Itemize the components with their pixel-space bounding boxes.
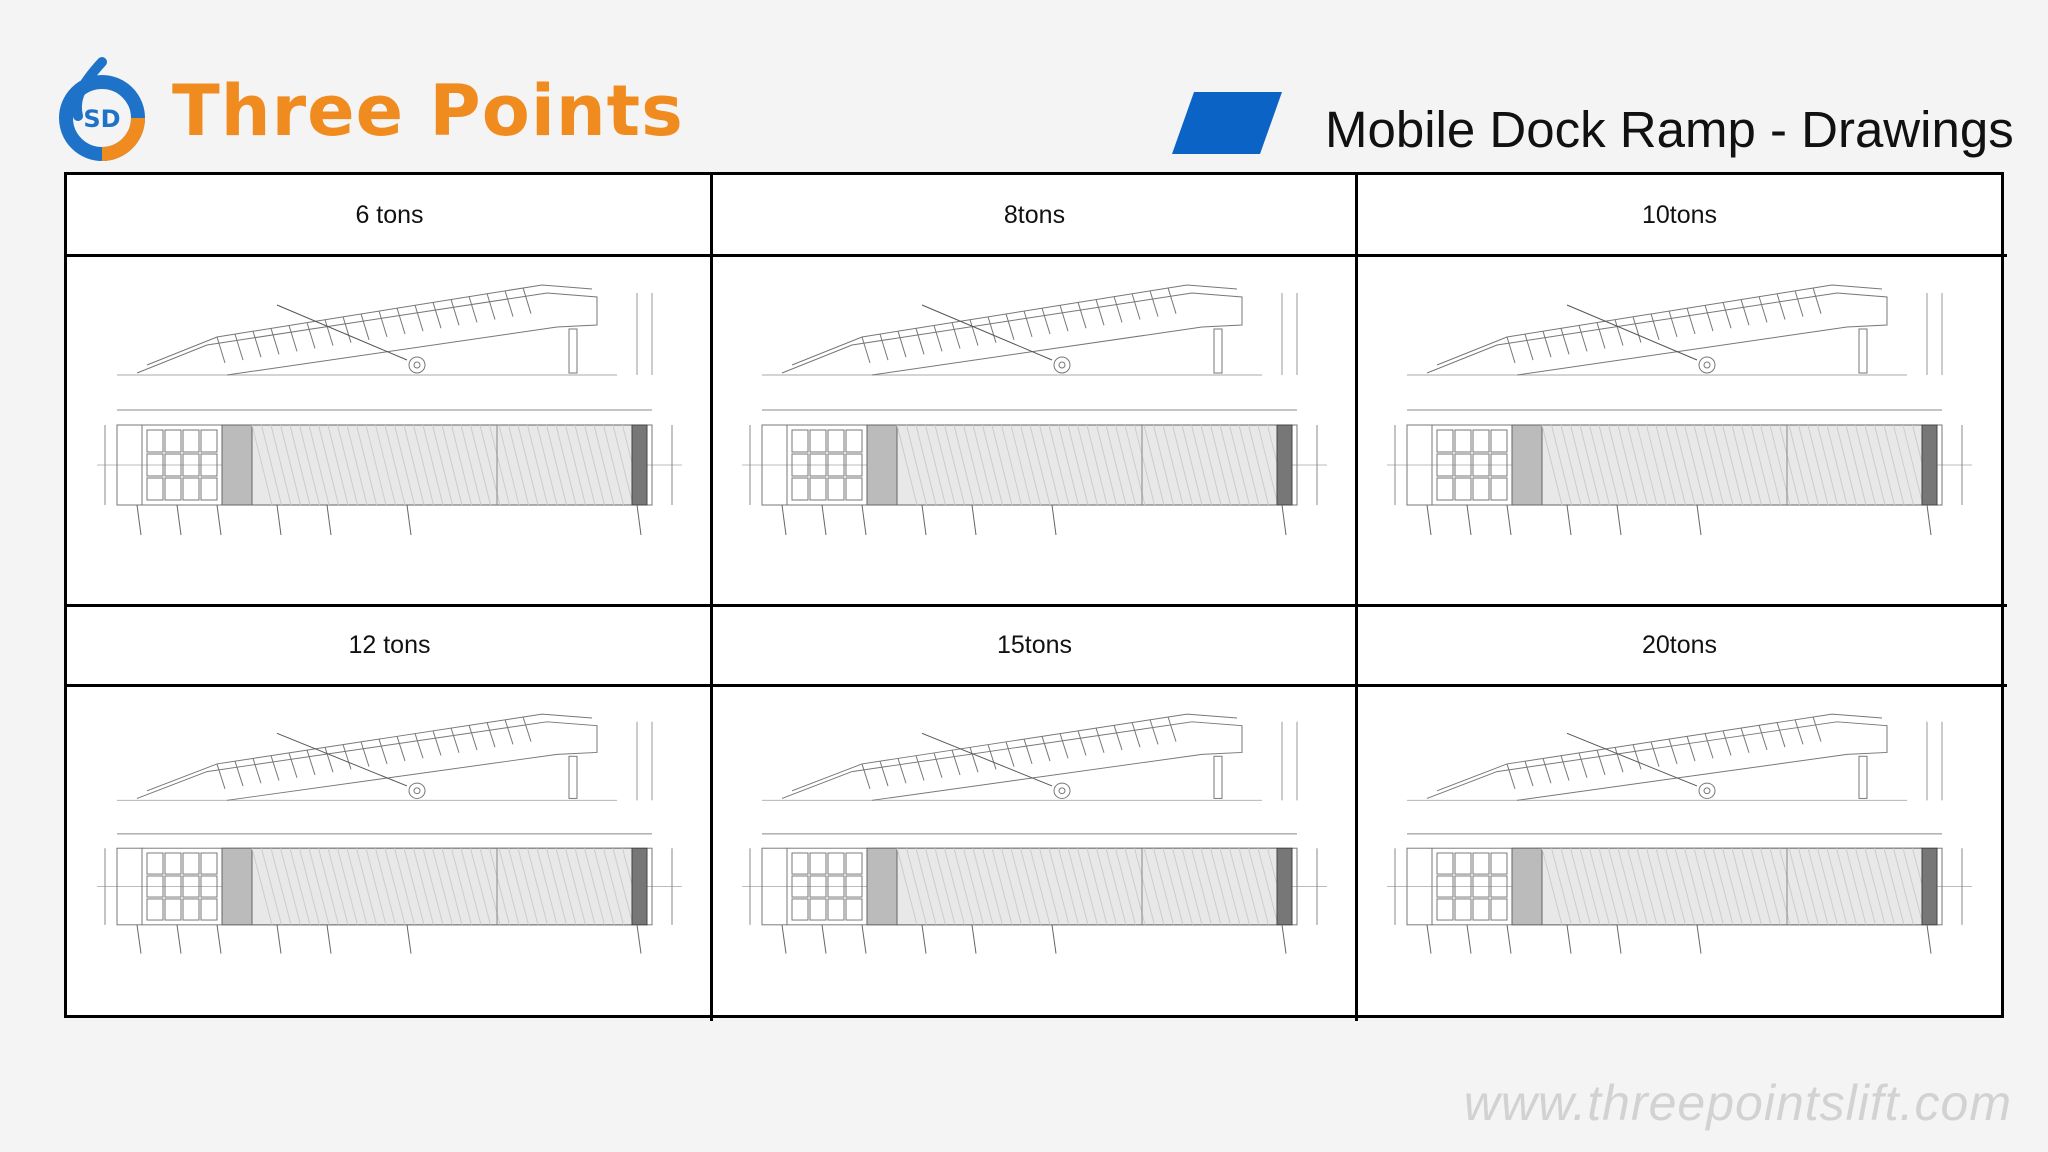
company-logo: SD Three Points	[40, 56, 683, 166]
ramp-drawing-icon	[1387, 713, 1972, 954]
drawing-8-tons	[722, 265, 1347, 595]
drawing-20-tons	[1367, 695, 1992, 1011]
row-divider	[67, 684, 2007, 687]
capacity-label: 12 tons	[348, 630, 431, 659]
ramp-drawing-icon	[1387, 284, 1972, 536]
brand-name: Three Points	[172, 70, 684, 152]
drawing-6-tons	[77, 265, 702, 595]
table-header-8-tons: 8tons	[712, 175, 1357, 255]
accent-parallelogram	[1172, 92, 1282, 154]
capacity-label: 15tons	[996, 630, 1073, 659]
capacity-label: 6 tons	[355, 200, 424, 229]
ramp-drawing-icon	[742, 713, 1327, 954]
table-header-6-tons: 6 tons	[67, 175, 712, 255]
column-divider	[1355, 175, 1358, 1021]
row-divider	[67, 254, 2007, 257]
drawing-10-tons	[1367, 265, 1992, 595]
capacity-label: 20tons	[1641, 630, 1718, 659]
table-header-12-tons: 12 tons	[67, 605, 712, 685]
drawing-12-tons	[77, 695, 702, 1011]
capacity-label: 8tons	[1003, 200, 1066, 229]
capacity-label: 10tons	[1641, 200, 1718, 229]
three-points-logo-icon: SD	[40, 56, 170, 166]
ramp-drawing-icon	[97, 713, 682, 954]
table-header-20-tons: 20tons	[1357, 605, 2002, 685]
website-watermark: www.threepointslift.com	[1463, 1075, 2012, 1131]
drawing-15-tons	[722, 695, 1347, 1011]
logo-mark-text: SD	[83, 105, 120, 133]
page-title: Mobile Dock Ramp - Drawings	[1325, 101, 2014, 158]
column-divider	[710, 175, 713, 1021]
ramp-drawing-icon	[97, 284, 682, 536]
table-header-15-tons: 15tons	[712, 605, 1357, 685]
table-header-10-tons: 10tons	[1357, 175, 2002, 255]
row-divider	[67, 604, 2007, 607]
drawings-table: 6 tons 8tons 10tons 12 tons 15tons 20ton…	[64, 172, 2007, 1021]
ramp-drawing-icon	[742, 284, 1327, 536]
